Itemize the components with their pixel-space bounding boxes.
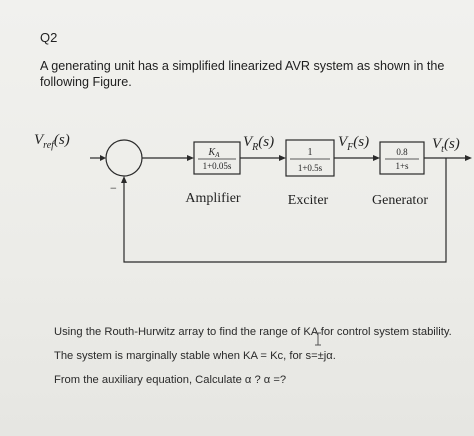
amplifier-label: Amplifier <box>185 191 241 206</box>
exciter-denominator: 1+0.5s <box>298 163 323 173</box>
amplifier-numerator: KA <box>208 147 221 159</box>
input-label-vref: Vref(s) <box>34 132 70 151</box>
feedback-arrowhead <box>121 176 127 183</box>
error-arrowhead <box>187 155 194 161</box>
question-number: Q2 <box>40 30 58 45</box>
input-arrowhead <box>100 155 106 161</box>
exciter-label: Exciter <box>288 193 329 208</box>
feedback-minus-sign: − <box>110 181 117 195</box>
vr-arrowhead <box>279 155 286 161</box>
signal-label-vt: Vt(s) <box>432 136 460 155</box>
question-intro: A generating unit has a simplified linea… <box>40 59 445 89</box>
feedback-path <box>123 158 447 263</box>
text-cursor-icon <box>315 332 321 346</box>
summing-junction <box>105 139 143 177</box>
exciter-numerator: 1 <box>308 147 313 158</box>
generator-label: Generator <box>372 193 428 208</box>
signal-label-vf: VF(s) <box>338 134 369 153</box>
avr-block-diagram: KA 1+0.05s Amplifier 1 1+0.5s Exciter 0.… <box>34 132 472 263</box>
vt-output-arrowhead <box>465 155 472 161</box>
instruction-line-1: Using the Routh-Hurwitz array to find th… <box>54 326 452 338</box>
generator-numerator: 0.8 <box>396 147 408 157</box>
instruction-line-3: From the auxiliary equation, Calculate α… <box>54 374 287 386</box>
vf-arrowhead <box>373 155 380 161</box>
instruction-line-2: The system is marginally stable when KA … <box>54 350 336 362</box>
generator-denominator: 1+s <box>395 161 409 171</box>
amplifier-denominator: 1+0.05s <box>203 161 232 171</box>
signal-label-vr: VR(s) <box>243 134 274 153</box>
